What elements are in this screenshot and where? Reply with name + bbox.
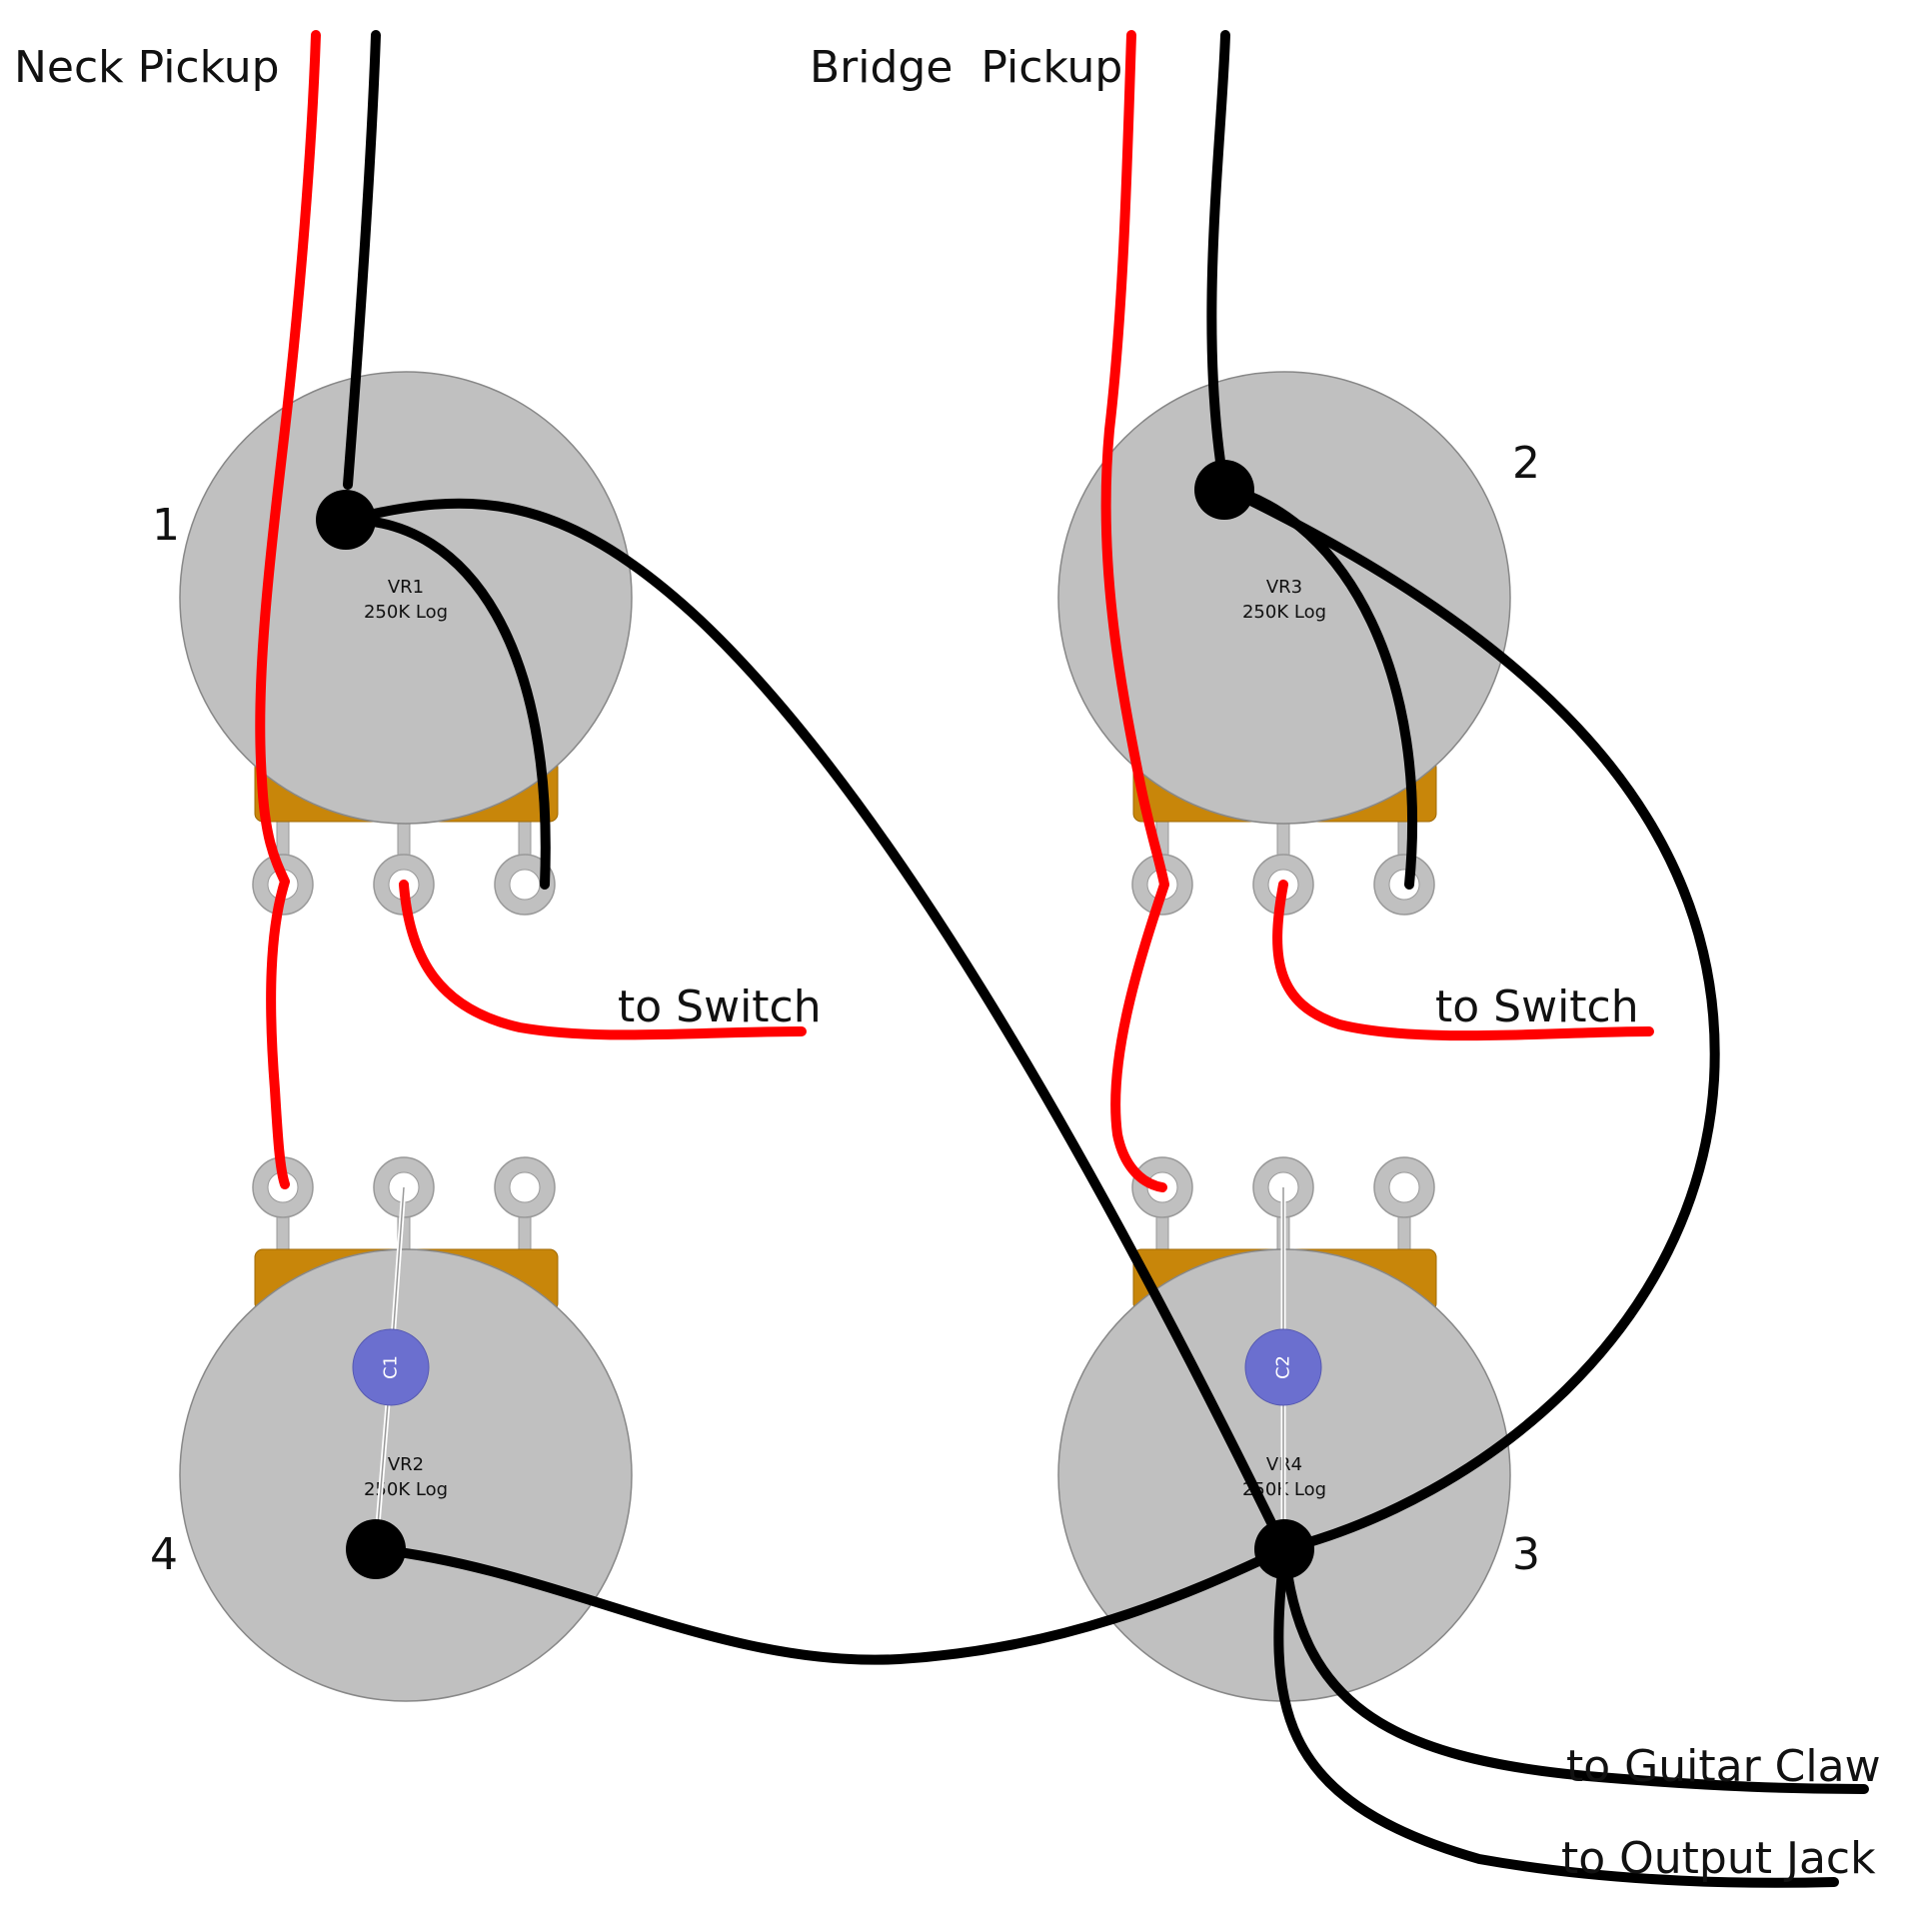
pot-vr1-lugs — [252, 814, 556, 916]
capacitor-c2-label: C2 — [1273, 1355, 1294, 1379]
pot-vr3-name: VR3 — [1266, 577, 1302, 598]
pot-vr2-value: 250K Log — [364, 1479, 448, 1500]
capacitor-c1-body — [352, 1328, 430, 1406]
bridge-pickup-hot-wire — [1100, 30, 1169, 1192]
bridge-pickup-ground-wire — [1206, 30, 1230, 493]
pot-vr2-number: 4 — [150, 1529, 178, 1580]
pot-vr2-name: VR2 — [388, 1454, 424, 1475]
pot-vr1-name: VR1 — [388, 577, 424, 598]
pot-vr3: VR3 250K Log — [1057, 371, 1511, 916]
vr1-ground-to-lug3-wire — [343, 515, 551, 890]
pot-vr4-number: 3 — [1512, 1529, 1540, 1580]
to-switch-label-1: to Switch — [618, 981, 822, 1032]
pot-vr1-body — [179, 371, 633, 825]
solder-joints — [316, 460, 1314, 1579]
capacitor-c2-body — [1244, 1328, 1322, 1406]
ground-wires — [343, 30, 1869, 1888]
neck-pickup-hot-wire — [255, 30, 321, 1189]
pot-vr1: VR1 250K Log — [179, 371, 633, 916]
vr1-to-vr4-ground-wire — [343, 498, 1289, 1554]
solder-joint-vr1 — [316, 490, 376, 550]
vr3-to-switch-wire — [1272, 880, 1654, 1041]
pot-vr3-body — [1057, 371, 1511, 825]
to-output-jack-label: to Output Jack — [1561, 1833, 1876, 1884]
neck-pickup-ground-wire — [343, 30, 381, 490]
capacitor-c2: C2 — [1244, 1187, 1322, 1549]
vr3-to-vr4-ground-wire — [1219, 483, 1720, 1554]
pot-vr2: VR2 250K Log — [179, 1156, 633, 1702]
to-guitar-claw-label: to Guitar Claw — [1566, 1741, 1881, 1792]
bridge-pickup-label: Bridge Pickup — [810, 42, 1122, 93]
solder-joint-vr4 — [1254, 1519, 1314, 1579]
capacitor-c1: C1 — [352, 1186, 430, 1550]
neck-pickup-label: Neck Pickup — [14, 42, 280, 93]
capacitor-c1-label: C1 — [381, 1355, 402, 1379]
pot-vr3-value: 250K Log — [1242, 602, 1326, 623]
vr1-to-switch-wire — [399, 880, 807, 1040]
to-switch-label-2: to Switch — [1435, 981, 1639, 1032]
pot-vr3-number: 2 — [1512, 438, 1540, 489]
pot-vr1-number: 1 — [152, 500, 180, 551]
output-jack-wire — [1273, 1544, 1839, 1888]
vr2-to-vr4-ground-wire — [371, 1544, 1289, 1665]
solder-joint-vr2 — [346, 1519, 406, 1579]
guitar-claw-wire — [1279, 1544, 1869, 1794]
solder-joint-vr3 — [1194, 460, 1254, 520]
hot-wires — [255, 30, 1654, 1192]
pot-vr2-body — [179, 1248, 633, 1702]
pot-vr1-value: 250K Log — [364, 602, 448, 623]
